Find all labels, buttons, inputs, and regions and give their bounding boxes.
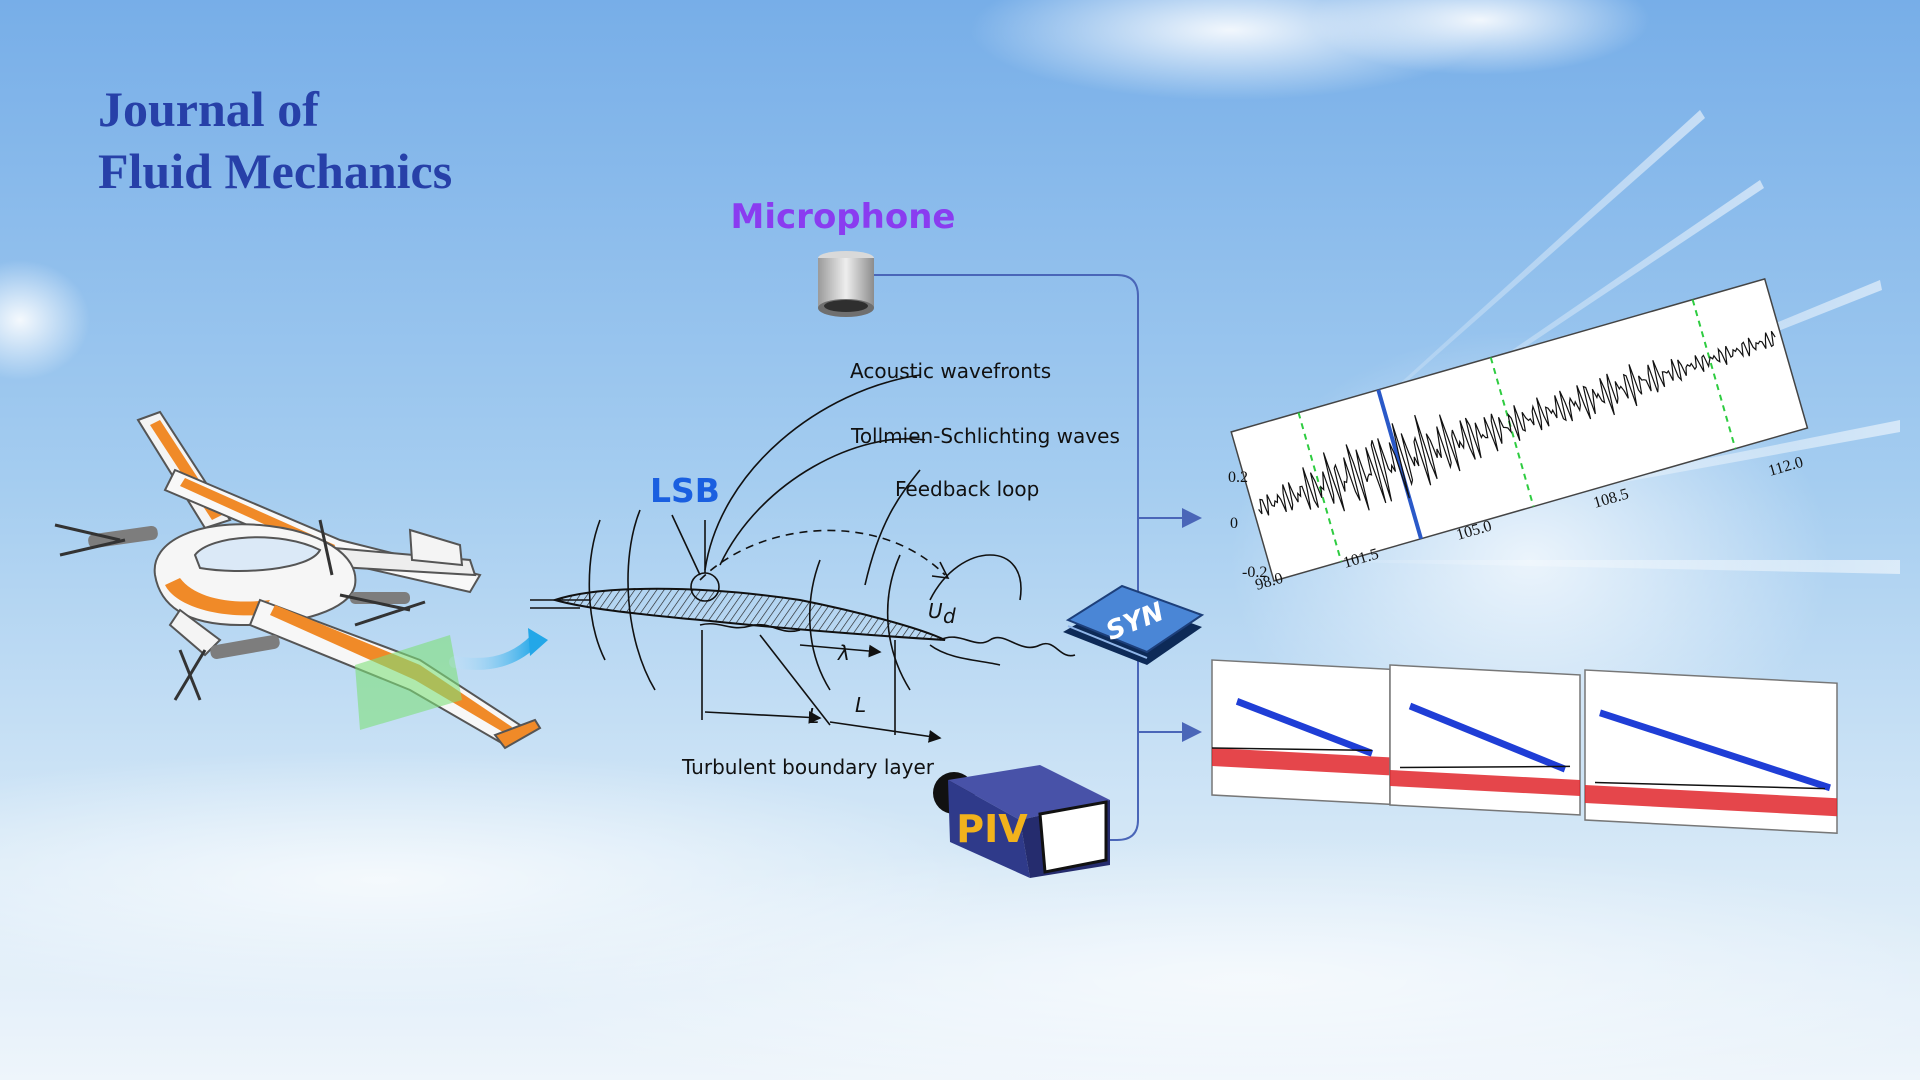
piv-camera-icon [933,765,1110,878]
ud-subscript: d [943,604,956,628]
piv-label: PIV [956,807,1028,851]
piv-snapshot-3 [1584,669,1838,834]
turbulent-boundary-layer-label: Turbulent boundary layer [681,755,935,779]
journal-title: Journal of Fluid Mechanics [98,78,452,202]
L-label-1: L [808,704,819,728]
y-tick-0: 0 [1230,515,1238,532]
lambda-label: λ [837,641,850,665]
piv-snapshot-2 [1389,664,1581,816]
airfoil-schematic [530,374,1076,743]
acoustic-wavefronts-label: Acoustic wavefronts [850,359,1051,383]
L-label-2: L [855,693,866,717]
flow-arrow-head [528,628,548,656]
flow-arrow [449,634,541,670]
ud-label: U [928,599,943,623]
feedback-loop-label: Feedback loop [895,477,1039,501]
journal-title-line2: Fluid Mechanics [98,143,453,199]
signal-wiring [874,274,1202,841]
syn-chip-icon [1063,584,1205,665]
lsb-label: LSB [650,471,720,510]
time-signal-plot: 0.2 0 -0.2 98.0 101.5 105.0 108.5 112.0 [1228,278,1809,594]
evtol-aircraft-illustration [54,410,542,750]
journal-title-line1: Journal of [98,81,319,137]
microphone-label: Microphone [731,197,956,237]
microphone-icon [818,251,874,317]
y-tick-0.2: 0.2 [1228,469,1248,486]
y-tick-neg0.2: -0.2 [1242,564,1267,581]
ts-waves-label: Tollmien-Schlichting waves [850,424,1120,448]
piv-snapshot-1 [1211,659,1391,806]
